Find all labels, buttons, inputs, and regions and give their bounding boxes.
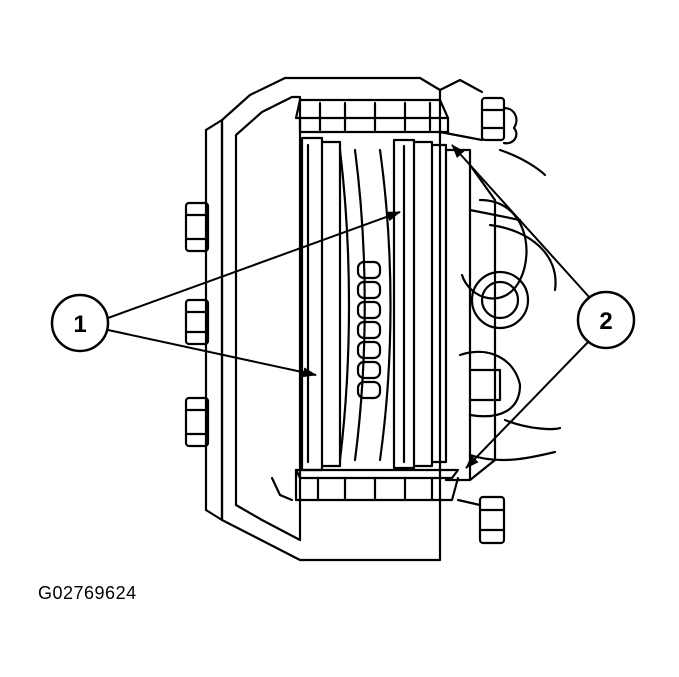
callout-arrows xyxy=(107,144,591,469)
callout-2-circle xyxy=(576,290,636,350)
callout-1-arrow-upper xyxy=(107,211,401,319)
top-anti-rattle-clip xyxy=(294,98,450,134)
caliper-housing-outer xyxy=(220,76,442,562)
caliper-housing-edge xyxy=(204,118,224,522)
callout-1-label: 1 xyxy=(73,311,86,338)
left-mounting-bolts xyxy=(184,201,210,448)
rotor-edge xyxy=(338,148,392,462)
top-right-bolt xyxy=(438,78,518,145)
outer-brake-pad xyxy=(300,136,342,472)
callout-2-label: 2 xyxy=(599,308,612,335)
callout-1: 1 xyxy=(50,293,110,353)
callout-1-arrow-lower xyxy=(107,329,317,378)
caliper-piston-housing xyxy=(444,148,557,482)
callout-2-arrow-lower xyxy=(465,339,591,469)
inner-brake-pad xyxy=(392,138,448,470)
callout-2-arrow-upper xyxy=(451,144,591,299)
caliper-illustration xyxy=(184,76,562,562)
caliper-housing-inner xyxy=(234,95,302,542)
figure-id-label: G02769624 xyxy=(38,583,137,603)
callout-2: 2 xyxy=(576,290,636,350)
bottom-anti-rattle-clip xyxy=(270,468,460,502)
bottom-right-bolt xyxy=(456,495,506,545)
callout-1-circle xyxy=(50,293,110,353)
